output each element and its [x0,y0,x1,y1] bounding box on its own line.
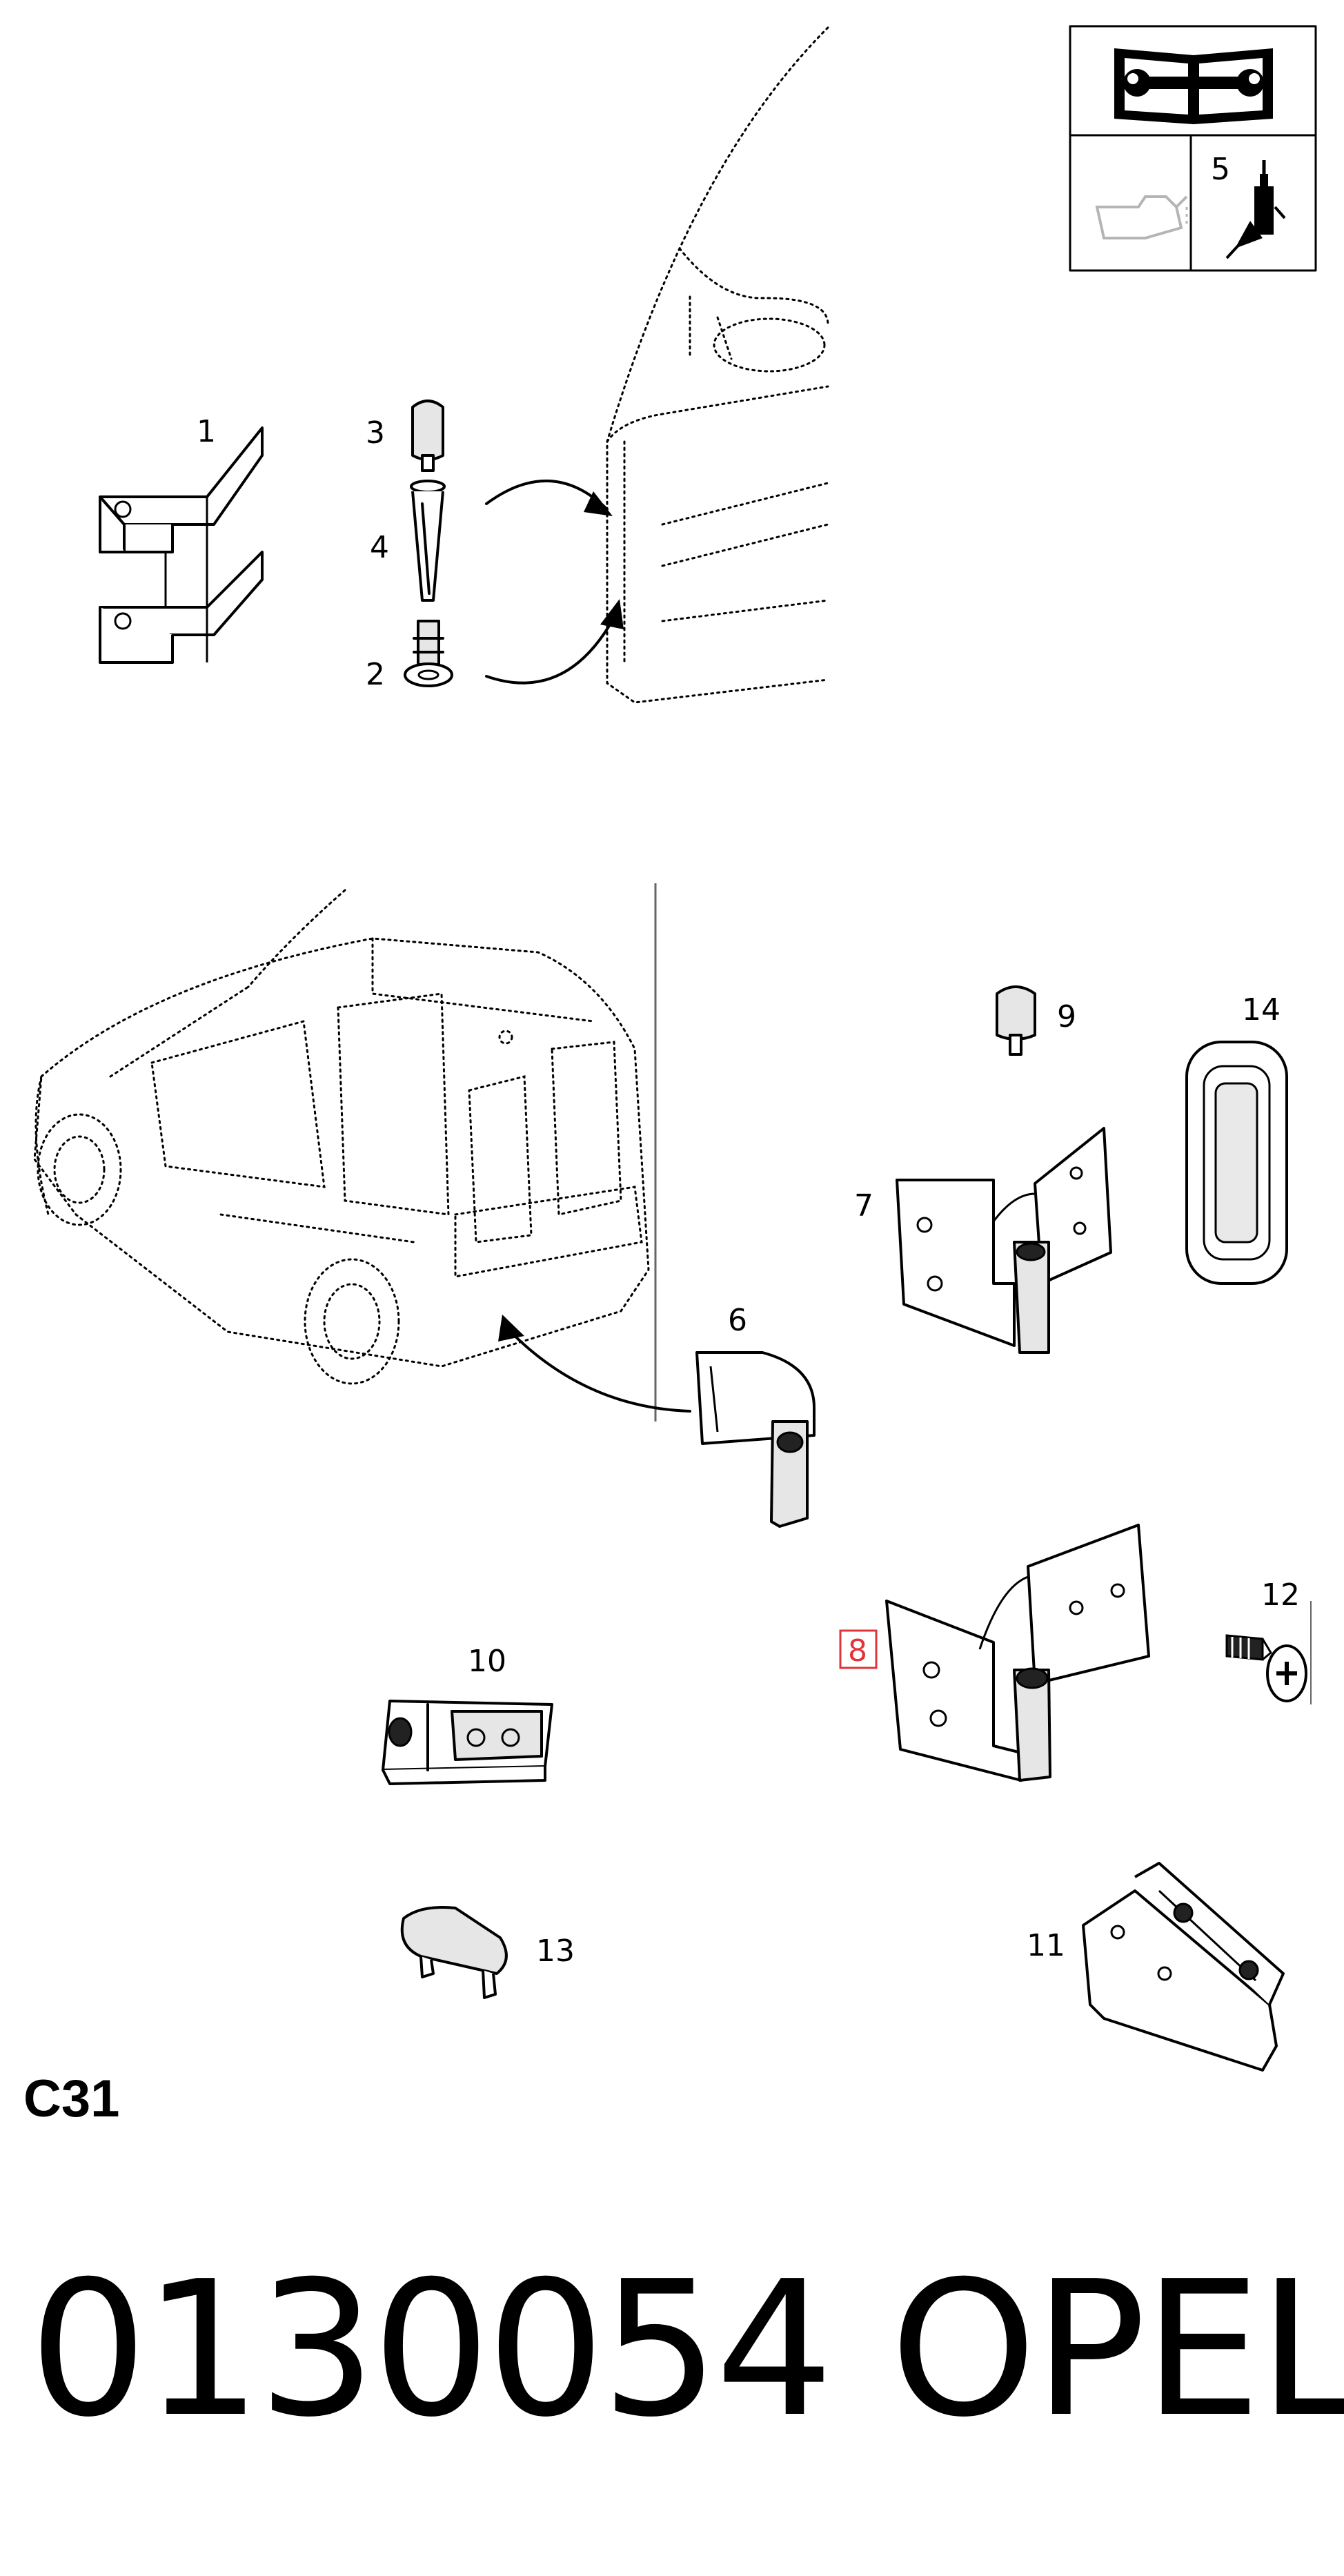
bracket-part-11 [1082,1862,1285,2072]
callout-12: 12 [1261,1577,1300,1613]
hinge-part-6 [695,1351,816,1528]
callout-8: 8 [848,1633,867,1669]
callout-7: 7 [854,1188,873,1223]
pin-cap-part-9 [996,985,1036,1056]
hinge-part-1 [99,426,264,664]
part-code: 0130054 [29,2241,833,2458]
screw-part-2 [404,620,453,687]
section-code: C31 [23,2069,120,2128]
grease-tube-icon [1225,160,1286,259]
cap-part-3 [411,400,444,472]
pin-part-4 [410,480,446,602]
tool-legend-box: 5 [1069,25,1317,272]
hinge-plate-part-10 [382,1700,553,1785]
callout-1: 1 [197,414,216,449]
callout-8-highlight [839,1629,878,1669]
callout-14: 14 [1242,992,1281,1028]
van-outline [33,889,650,1385]
callout-13: 13 [536,1934,575,1969]
arrow-to-hinge-6 [498,1315,691,1413]
callout-5: 5 [1211,152,1230,187]
assembly-arrows-top [485,479,624,685]
manual-wrench-icon [1114,48,1273,124]
callout-4: 4 [370,530,389,565]
callout-11: 11 [1027,1928,1065,1963]
callout-2: 2 [366,657,385,692]
seal-part-14 [1185,1041,1288,1285]
oil-can-icon [1095,195,1188,239]
callout-10: 10 [468,1644,506,1679]
callout-6: 6 [728,1303,747,1338]
brand-name: OPEL [890,2241,1344,2458]
callout-9: 9 [1057,999,1076,1034]
door-outline [606,26,829,704]
hinge-part-7 [896,1127,1112,1354]
bolt-part-12 [1225,1634,1307,1702]
callout-3: 3 [366,415,385,451]
cap-part-13 [400,1906,508,1999]
hinge-part-8 [885,1524,1150,1782]
